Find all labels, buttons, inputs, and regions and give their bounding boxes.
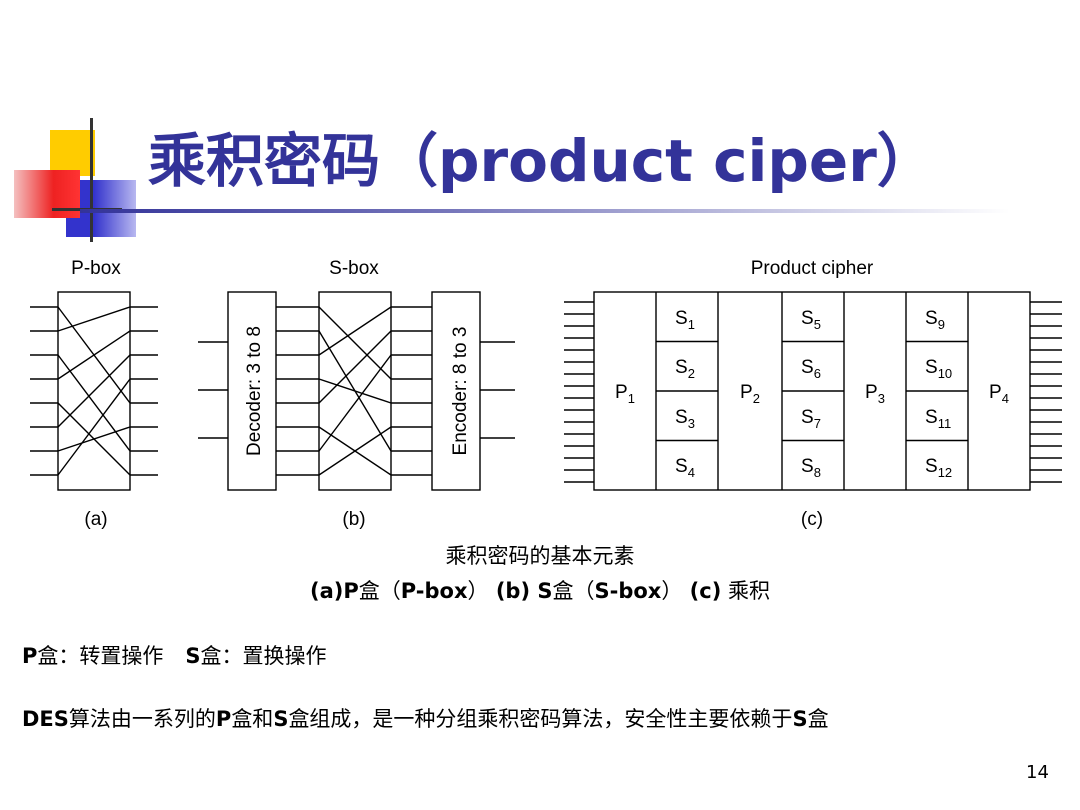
- decoder-rect: [227, 291, 277, 491]
- s-box-label: S10: [925, 357, 952, 381]
- cipher-diagram: P-box S-box Product cipher Decoder: 3 to…: [30, 258, 1062, 530]
- line2-s2: S: [792, 707, 808, 731]
- s-box-label: S6: [801, 357, 821, 381]
- figure-caption-title: 乘积密码的基本元素: [445, 544, 635, 568]
- s-box-label: S1: [675, 308, 695, 332]
- pbox-label: P-box: [71, 258, 121, 279]
- pbox-wires: [57, 306, 131, 476]
- caption-b: (b) S: [495, 579, 553, 603]
- line2-p: P: [215, 707, 232, 731]
- s-box-label: S12: [925, 456, 952, 480]
- caption-b-close: ）: [661, 579, 683, 603]
- line1-p-text: 盒：转置操作: [37, 644, 164, 668]
- caption-a: (a)P: [309, 579, 359, 603]
- sbox-pbox-rect: [318, 291, 392, 491]
- p-box-label: P3: [865, 382, 885, 406]
- s-box-label: S4: [675, 456, 695, 480]
- decoder-label: Decoder: 3 to 8: [244, 326, 265, 456]
- line1-s: S: [185, 644, 201, 668]
- s-box-label: S3: [675, 407, 695, 431]
- page-title: 乘积密码（product ciper）: [148, 127, 935, 195]
- panel-c-label: (c): [801, 509, 823, 530]
- s-box-label: S8: [801, 456, 821, 480]
- sbox-stubs: [198, 306, 515, 476]
- line2-t2: 盒和: [231, 707, 274, 731]
- caption-a-close: ）: [467, 579, 489, 603]
- logo-vertical-line: [90, 118, 93, 242]
- encoder-label: Encoder: 8 to 3: [450, 327, 471, 456]
- p-box-label: P4: [989, 382, 1009, 406]
- encoder-rect: [431, 291, 481, 491]
- body-line-boxes: P盒：转置操作 S盒：置换操作: [22, 640, 326, 670]
- panel-a-label: (a): [84, 509, 107, 530]
- s-box-label: S5: [801, 308, 821, 332]
- sbox-wires: [318, 306, 392, 476]
- p-box-label: P2: [740, 382, 760, 406]
- product-cipher-label: Product cipher: [751, 258, 874, 279]
- caption-b-en: S-box: [594, 579, 662, 603]
- pbox-stubs: [30, 306, 158, 476]
- line1-s-text: 盒：置换操作: [200, 644, 327, 668]
- line2-t3: 盒组成，是一种分组乘积密码算法，安全性主要依赖于: [288, 707, 793, 731]
- caption-c-cn: 乘积: [721, 579, 770, 603]
- title-underline: [80, 209, 1010, 213]
- s-box-label: S2: [675, 357, 695, 381]
- panel-b-label: (b): [342, 509, 365, 530]
- caption-a-cn: 盒（: [358, 579, 401, 603]
- sbox-label: S-box: [329, 258, 379, 279]
- line2-t4: 盒: [807, 707, 829, 731]
- s-box-label: S9: [925, 308, 945, 332]
- title-logo: [0, 110, 150, 245]
- product-stubs-left: [564, 301, 594, 483]
- body-line-des: DES算法由一系列的P盒和S盒组成，是一种分组乘积密码算法，安全性主要依赖于S盒: [22, 703, 829, 733]
- s-box-label: S7: [801, 407, 821, 431]
- product-stubs-right: [1030, 301, 1062, 483]
- page-number: 14: [1026, 762, 1049, 783]
- line2-t1: 算法由一系列的: [68, 707, 216, 731]
- caption-b-cn: 盒（: [552, 579, 595, 603]
- product-outer-rect: [593, 291, 1031, 491]
- logo-yellow-square: [50, 130, 95, 176]
- p-box-label: P1: [615, 382, 635, 406]
- pbox-rect: [57, 291, 131, 491]
- line1-p: P: [22, 644, 38, 668]
- line2-s: S: [273, 707, 289, 731]
- line2-des: DES: [22, 707, 69, 731]
- figure-caption-parts: (a)P盒（P-box） (b) S盒（S-box） (c) 乘积: [0, 575, 1080, 605]
- s-box-label: S11: [925, 407, 951, 431]
- caption-a-en: P-box: [400, 579, 468, 603]
- caption-c: (c): [689, 579, 722, 603]
